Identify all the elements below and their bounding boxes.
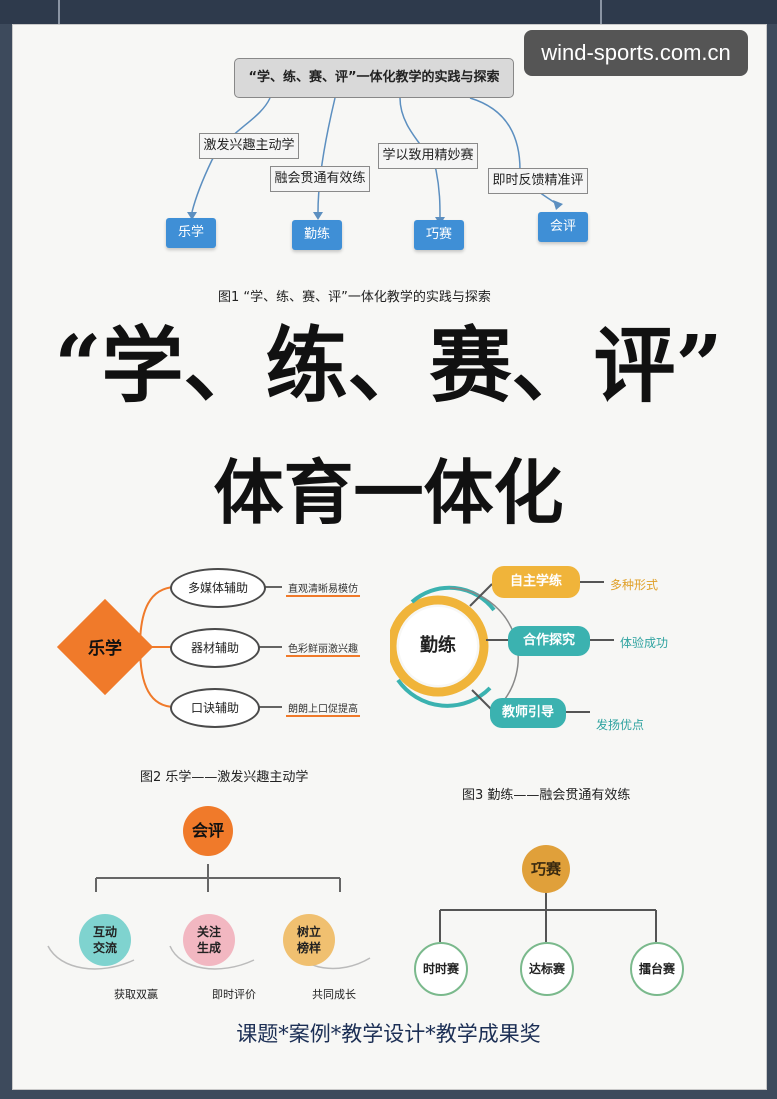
fig1-arrow-4 [469,97,559,206]
fig2-note-2: 色彩鲜丽激兴趣 [288,644,358,655]
watermark: wind-sports.com.cn [524,30,748,76]
fig4-child-3-label: 树立榜样 [296,925,321,955]
fig1-top-box: “学、练、赛、评”一体化教学的实践与探索 [234,58,514,98]
fig4-child-3: 树立榜样 [283,914,335,966]
fig5-connectors [439,892,657,942]
fig5-root: 巧赛 [522,845,570,893]
fig3-note-1: 多种形式 [610,578,659,592]
fig4-child-1-label: 互动交流 [92,925,117,955]
fig4-sub-2: 即时评价 [212,988,256,1001]
fig1-arrowhead [313,212,323,220]
fig1-arrowhead [187,212,197,220]
fig4-sub-1: 获取双赢 [114,988,158,1001]
fig1-node-qiaosai: 巧赛 [414,220,464,250]
fig1-caption: 图1 “学、练、赛、评”一体化教学的实践与探索 [218,290,491,305]
fig4-connectors [47,864,371,970]
fig5-child-2: 达标赛 [520,942,574,996]
fig1-branch-3: 学以致用精妙赛 [378,143,478,169]
fig4-child-1: 互动交流 [79,914,131,966]
fig1-node-huiping: 会评 [538,212,588,242]
fig1-branch-4: 即时反馈精准评 [488,168,588,194]
main-title-line2: 体育一体化 [213,451,564,534]
fig3-item-1: 自主学练 [492,566,580,598]
fig3-item-3: 教师引导 [490,698,566,728]
fig3-caption: 图3 勤练——融会贯通有效练 [462,788,631,803]
fig3-note-3: 发扬优点 [596,718,645,732]
fig2-note-1: 直观清晰易模仿 [288,584,358,595]
fig2-note-3: 朗朗上口促提高 [288,704,358,715]
fig5-child-3: 擂台赛 [630,942,684,996]
fig1-arrowhead [553,200,563,210]
fig5-child-1: 时时赛 [414,942,468,996]
fig1-arrow-3 [399,97,441,218]
fig4-sub-3: 共同成长 [312,988,356,1001]
fig1-branch-2: 融会贯通有效练 [270,166,370,192]
top-bar-tick [600,0,602,24]
fig3-item-2: 合作探究 [508,626,590,656]
fig4-child-2-label: 关注生成 [196,925,221,955]
top-bar-tick [58,0,60,24]
fig2-item-3: 口诀辅助 [170,688,260,728]
fig2-item-1: 多媒体辅助 [170,568,266,608]
top-bar [0,0,777,24]
fig1-arrow-2 [317,97,336,213]
fig3-ring [390,595,489,697]
main-title-line1: “学、练、赛、评” [54,318,723,414]
fig1-node-qinlian: 勤练 [292,220,342,250]
poster-page [12,24,767,1090]
fig2-caption: 图2 乐学——激发兴趣主动学 [140,770,309,785]
fig1-branch-1: 激发兴趣主动学 [199,133,299,159]
fig4-child-2: 关注生成 [183,914,235,966]
fig1-arrow-1 [191,97,271,213]
fig3-note-2: 体验成功 [620,636,669,650]
fig3-center: 勤练 [399,607,477,685]
fig2-item-2: 器材辅助 [170,628,260,668]
footer-tagline: 课题*案例*教学设计*教学成果奖 [236,1022,541,1046]
fig2-center-label: 乐学 [88,639,122,659]
fig1-connectors [187,97,563,225]
fig4-root: 会评 [183,806,233,856]
fig1-node-lexue: 乐学 [166,218,216,248]
